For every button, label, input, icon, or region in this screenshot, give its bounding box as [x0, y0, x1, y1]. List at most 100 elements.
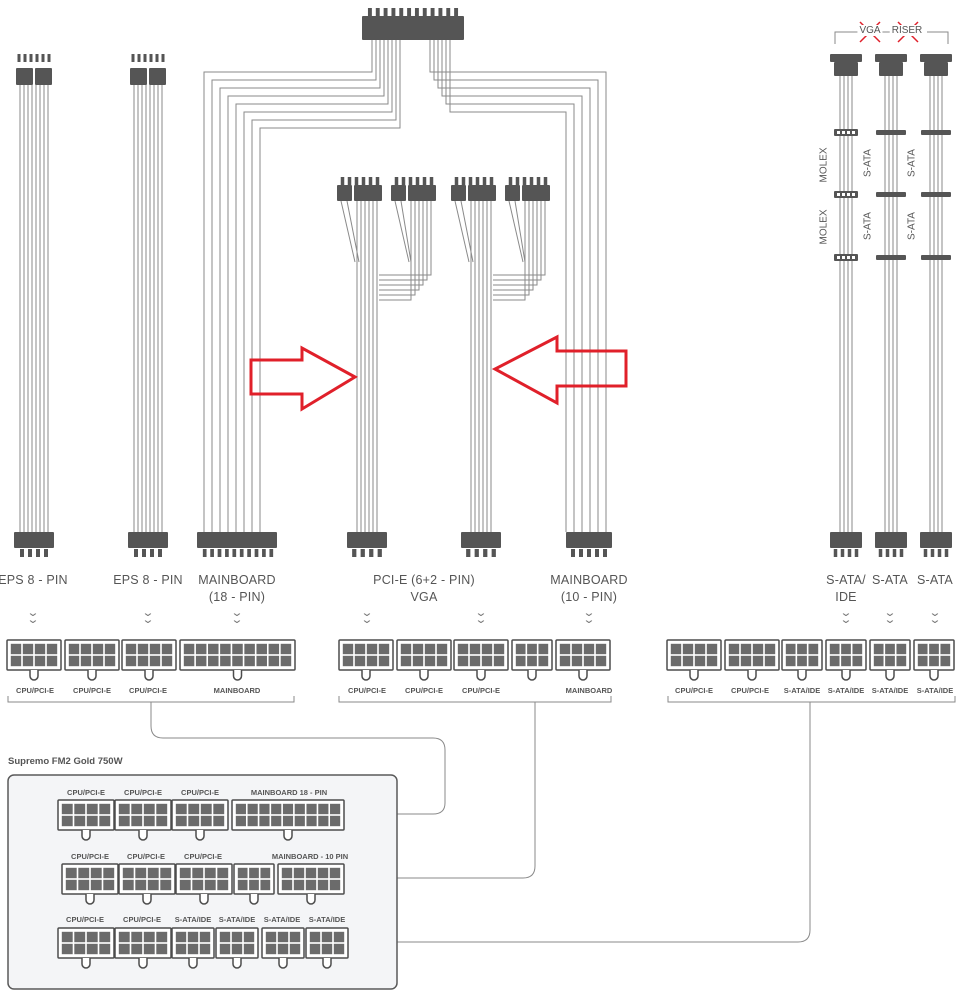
- socket-cpu-pcie-latch: [689, 670, 699, 681]
- socket-cpu-pcie-cell: [137, 655, 149, 667]
- connector-pin: [367, 8, 372, 16]
- socket-cpu-pcie-cell: [22, 643, 34, 655]
- psu-socket-mainboard-10-b-cell: [329, 879, 341, 891]
- socket-mainboard-18-cell: [208, 643, 219, 655]
- psu-socket-cpu-pcie-cell: [90, 879, 102, 891]
- psu-socket-cpu-pcie-cell: [99, 943, 111, 955]
- mainboard-10-wire: [449, 40, 567, 532]
- psu-socket-cpu-pcie-cell: [160, 879, 172, 891]
- socket-sata-ide-cell: [896, 655, 907, 667]
- socket-cpu-pcie-cell: [424, 655, 436, 667]
- connector-pin: [422, 8, 427, 16]
- socket-sata-ide: [781, 639, 823, 681]
- psu-socket-cpu-pcie-cell: [175, 803, 187, 815]
- psu-socket-sata-ide-cell: [187, 931, 199, 943]
- connector-pin: [543, 177, 548, 185]
- socket-mainboard-10-a-cell: [538, 643, 549, 655]
- eps-cable-1-bottom-plug: [14, 532, 54, 548]
- pcie-cable-2-wire: [493, 201, 542, 281]
- connector-pin: [20, 549, 24, 557]
- psu-socket-cpu-pcie-cell: [122, 867, 134, 879]
- socket-mainboard-10-b-cell: [571, 655, 583, 667]
- mainboard-18-wire: [259, 40, 401, 532]
- connector-pin: [354, 177, 359, 185]
- sata-cable-2-top-plug: [875, 54, 907, 62]
- socket-sata-ide-cell: [829, 655, 840, 667]
- psu-socket-cpu-pcie-cell: [131, 803, 143, 815]
- connector-pin: [446, 8, 451, 16]
- socket-cpu-pcie-cell: [149, 655, 161, 667]
- psu-socket-cpu-pcie: [114, 927, 172, 969]
- pcie-cable-2-wire: [493, 201, 526, 301]
- eps-cable-1-top-plug: [35, 68, 52, 85]
- eps-cable-2-top-plug: [130, 68, 147, 85]
- pcie-cable-1-wire: [379, 201, 420, 291]
- socket-mainboard-10-b-cell: [595, 643, 607, 655]
- arrow-right-icon: [249, 345, 359, 412]
- sata-ide-cable-molex-connector: [834, 191, 858, 198]
- socket-mainboard-18-cell: [195, 655, 207, 667]
- socket-mainboard-10-b-cell: [583, 643, 595, 655]
- socket-sata-ide-cell: [808, 655, 819, 667]
- psu-socket-cpu-pcie-cell: [200, 815, 212, 827]
- socket-mainboard-18-cell: [195, 643, 207, 655]
- sata-ide-cable-top-body: [834, 62, 858, 76]
- sata-cable-2-sata-connector: [876, 192, 906, 197]
- pcie-cable-1-wire: [340, 200, 356, 263]
- socket-cpu-pcie-latch: [361, 670, 371, 681]
- socket-cpu-pcie: [396, 639, 452, 681]
- psu-socket-cpu-pcie-cell: [156, 943, 168, 955]
- connector-pin: [361, 177, 366, 185]
- connector-pin: [134, 549, 138, 557]
- connector-pin: [529, 177, 534, 185]
- socket-cpu-pcie-latch: [87, 670, 97, 681]
- socket-cpu-pcie-cell: [752, 643, 764, 655]
- socket-cpu-pcie-cell: [740, 655, 752, 667]
- psu-socket-mainboard-10-a-cell: [237, 879, 248, 891]
- pcie-cable-1-wire: [379, 201, 412, 301]
- connector-pin: [415, 177, 420, 185]
- socket-sata-ide-cell: [940, 655, 951, 667]
- connector-pin: [454, 8, 459, 16]
- psu-socket-cpu-pcie-cell: [147, 879, 159, 891]
- connector-pin: [269, 549, 274, 557]
- socket-sata-ide-cell: [852, 655, 863, 667]
- psu-socket-cpu-pcie-cell: [213, 815, 225, 827]
- socket-cpu-pcie-latch: [476, 670, 486, 681]
- psu-socket-cpu-pcie-cell: [204, 879, 216, 891]
- sata-cable-2-bottom-plug: [875, 532, 907, 548]
- molex-pin: [842, 131, 845, 134]
- socket-cpu-pcie-cell: [469, 643, 481, 655]
- psu-socket-mainboard-18-cell: [306, 815, 317, 827]
- socket-cpu-pcie-cell: [694, 655, 706, 667]
- socket-sata-ide: [913, 639, 955, 681]
- psu-socket-cpu-pcie-cell: [131, 931, 143, 943]
- sata-cable-2-sata-connector: [876, 255, 906, 260]
- psu-socket-cpu-pcie: [57, 799, 115, 841]
- connector-pin: [508, 177, 513, 185]
- connector-pin: [468, 177, 473, 185]
- psu-socket-mainboard-18-cell: [330, 815, 341, 827]
- psu-socket-cpu-pcie-cell: [86, 931, 98, 943]
- psu-socket-mainboard-10-b-cell: [317, 867, 329, 879]
- socket-cpu-pcie-cell: [670, 643, 682, 655]
- mainboard-10-wire: [441, 40, 583, 532]
- psu-socket-mainboard-18: [231, 799, 345, 841]
- psu-socket-sata-ide-cell: [219, 943, 231, 955]
- socket-mainboard-10-a-cell: [515, 655, 526, 667]
- psu-socket-mainboard-18-cell: [294, 815, 305, 827]
- connector-pin: [522, 177, 527, 185]
- psu-socket-cpu-pcie-latch: [195, 830, 205, 841]
- socket-cpu-pcie: [121, 639, 177, 681]
- connector-pin: [474, 549, 479, 557]
- psu-socket-mainboard-10-a-cell: [249, 867, 259, 879]
- psu-socket-cpu-pcie-latch: [81, 958, 91, 969]
- pcie-cable-1-head-c: [391, 185, 406, 201]
- psu-socket-cpu-pcie-cell: [61, 815, 73, 827]
- socket-cpu-pcie: [338, 639, 394, 681]
- socket-cpu-pcie-cell: [728, 643, 740, 655]
- pcie-cable-1-head-b: [354, 185, 382, 201]
- psu-socket-sata-ide-cell: [321, 931, 333, 943]
- socket-sata-ide-cell: [929, 643, 939, 655]
- psu-socket-cpu-pcie-cell: [175, 815, 187, 827]
